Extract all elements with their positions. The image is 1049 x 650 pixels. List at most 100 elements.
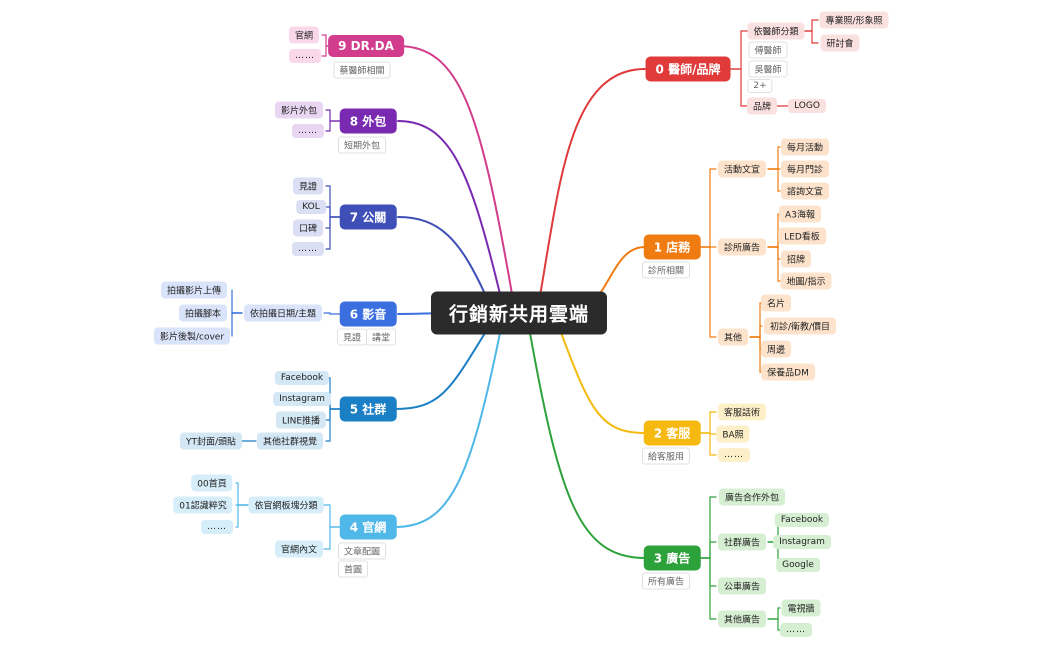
b3-bus-ads[interactable]: 公車廣告 [717, 577, 767, 595]
b6-post-production[interactable]: 影片後製/cover [153, 327, 231, 345]
root-topic[interactable]: 行銷新共用雲端 [430, 291, 608, 335]
b3-social-ads[interactable]: 社群廣告 [717, 533, 767, 551]
b4-link-1 [323, 526, 341, 550]
b0-brand[interactable]: 品牌 [746, 97, 778, 115]
b1-map-signs[interactable]: 地圖/指示 [780, 272, 832, 290]
b1-c3-link-3 [749, 336, 763, 373]
b6-note-lecture: 講堂 [365, 328, 397, 346]
b6-script[interactable]: 拍攝腳本 [178, 304, 228, 322]
b2-more[interactable]: …… [718, 448, 750, 462]
b0-seminar[interactable]: 研討會 [820, 34, 860, 52]
b2-ba-photos[interactable]: BA照 [716, 425, 750, 443]
b5-link-3 [325, 408, 341, 442]
b0-note-2plus: 2+ [747, 79, 773, 93]
b1-monthly-event[interactable]: 每月活動 [780, 138, 830, 156]
b2-note: 給客服用 [641, 447, 691, 465]
b1-event-flyers[interactable]: 活動文宣 [717, 160, 767, 178]
b4-c1-link-2 [235, 504, 249, 528]
link-root-b0 [539, 68, 646, 297]
b6-c1-link-2 [231, 312, 243, 337]
b1-link-2 [699, 246, 717, 338]
link-root-b5 [394, 332, 486, 410]
b1-c2-link-3 [767, 246, 781, 282]
link-root-b2 [559, 329, 646, 434]
b7-testimonial[interactable]: 見證 [292, 177, 324, 195]
b6-link-0 [323, 312, 341, 315]
b1-note: 診所相關 [641, 261, 691, 279]
b1-clinic-ads[interactable]: 診所廣告 [717, 238, 767, 256]
b4-note-header-image: 首圖 [337, 560, 369, 578]
b7-word-of-mouth[interactable]: 口碑 [292, 219, 324, 237]
b5-instagram[interactable]: Instagram [273, 392, 331, 406]
b1-led-board[interactable]: LED看板 [778, 227, 826, 245]
b7-more[interactable]: …… [292, 242, 324, 256]
b5-facebook[interactable]: Facebook [274, 371, 330, 385]
b0-note-dr-wu: 吳醫師 [748, 60, 788, 78]
branch-3-ads[interactable]: 3 廣告 [643, 545, 701, 571]
b0-by-doctor[interactable]: 依醫師分類 [747, 22, 805, 40]
b1-c1-link-2 [767, 168, 781, 192]
b1-monthly-clinic[interactable]: 每月門診 [780, 160, 830, 178]
b1-business-card[interactable]: 名片 [760, 294, 792, 312]
b4-site-content[interactable]: 官網內文 [274, 540, 324, 558]
b1-signboard[interactable]: 招牌 [780, 250, 812, 268]
b8-link-1 [325, 120, 341, 132]
b0-portrait-photos[interactable]: 專業照/形象照 [819, 11, 889, 29]
b4-by-section[interactable]: 依官網板塊分類 [248, 496, 324, 514]
link-root-b8 [397, 120, 501, 295]
b3-note: 所有廣告 [641, 572, 691, 590]
b8-more[interactable]: …… [292, 124, 324, 138]
b3-other-ads[interactable]: 其他廣告 [717, 610, 767, 628]
branch-8-outsourcing[interactable]: 8 外包 [339, 108, 397, 134]
b1-a3-poster[interactable]: A3海報 [779, 205, 821, 223]
b3-google[interactable]: Google [776, 558, 820, 572]
b7-kol[interactable]: KOL [296, 200, 326, 214]
b6-upload[interactable]: 拍攝影片上傳 [160, 281, 228, 299]
b4-note-article-images: 文章配圖 [337, 542, 387, 560]
branch-7-pr[interactable]: 7 公關 [339, 204, 397, 230]
b3-more[interactable]: …… [780, 623, 812, 637]
branch-1-store[interactable]: 1 店務 [643, 234, 701, 260]
b0-sub-link-1 [801, 30, 819, 44]
b6-by-date-topic[interactable]: 依拍攝日期/主題 [243, 304, 323, 322]
b9-note: 蔡醫師相關 [333, 61, 391, 79]
b1-other[interactable]: 其他 [717, 328, 749, 346]
branch-0-doctor-brand[interactable]: 0 醫師/品牌 [645, 56, 731, 82]
branch-6-video[interactable]: 6 影音 [339, 301, 397, 327]
b5-yt-cover[interactable]: YT封面/頭貼 [179, 432, 243, 450]
b4-homepage[interactable]: 00首頁 [191, 474, 233, 492]
b9-website[interactable]: 官網 [288, 26, 320, 44]
link-root-b9 [397, 45, 513, 295]
branch-2-customer-service[interactable]: 2 客服 [643, 420, 701, 446]
b8-note: 短期外包 [337, 136, 387, 154]
b6-note-testimonial: 見證 [336, 328, 368, 346]
b3-instagram[interactable]: Instagram [773, 535, 831, 549]
b4-more[interactable]: …… [201, 520, 233, 534]
b1-first-visit-price[interactable]: 初診/衛教/價目 [763, 317, 837, 335]
b2-scripts[interactable]: 客服話術 [717, 403, 767, 421]
branch-4-website[interactable]: 4 官網 [339, 514, 397, 540]
b0-note-dr-fu: 傅醫師 [748, 41, 788, 59]
b7-link-3 [325, 216, 341, 250]
b3-facebook[interactable]: Facebook [774, 513, 830, 527]
b8-video-outsourcing[interactable]: 影片外包 [274, 101, 324, 119]
b3-c4-link-1 [767, 618, 781, 631]
link-root-b3 [529, 332, 646, 559]
b1-merchandise[interactable]: 周邊 [760, 340, 792, 358]
branch-5-social[interactable]: 5 社群 [339, 396, 397, 422]
b9-more[interactable]: …… [289, 49, 321, 63]
b5-line-push[interactable]: LINE推播 [275, 411, 327, 429]
b1-consult-flyers[interactable]: 諮詢文宣 [780, 182, 830, 200]
b2-link-2 [699, 432, 717, 456]
branch-9-dr-da[interactable]: 9 DR.DA [328, 35, 404, 57]
b0-link-1 [730, 68, 749, 107]
b3-tv-wall[interactable]: 電視牆 [781, 599, 821, 617]
b1-skincare-dm[interactable]: 保養品DM [761, 363, 815, 381]
link-root-b7 [397, 216, 486, 295]
link-root-b4 [394, 332, 501, 528]
b4-about[interactable]: 01認識粹究 [173, 496, 233, 514]
b0-logo[interactable]: LOGO [788, 99, 826, 113]
b3-outsourced-ads[interactable]: 廣告合作外包 [718, 488, 786, 506]
b5-other-visuals[interactable]: 其他社群視覺 [256, 432, 324, 450]
